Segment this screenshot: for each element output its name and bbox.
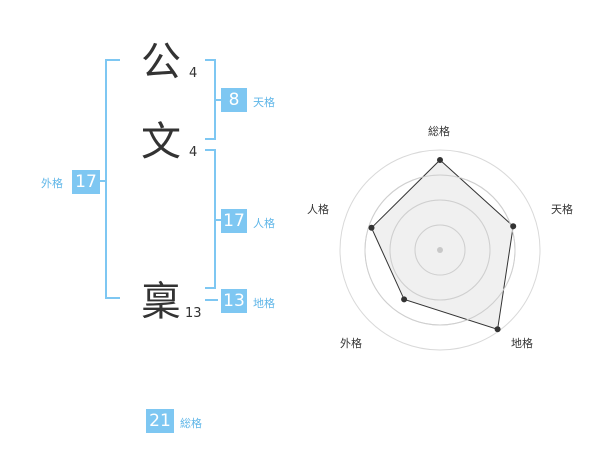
radar-point-0 [437,157,443,163]
jinkaku-badge: 17 [221,209,247,233]
stroke-count-1: 4 [189,66,198,81]
radar-point-3 [401,296,408,303]
soukaku-label: 総格 [180,417,202,430]
radar-ring-overlay [364,174,516,326]
gaikaku-label: 外格 [41,177,63,190]
chikaku-badge: 13 [221,289,247,313]
jinkaku-label: 人格 [253,217,275,230]
gaikaku-badge: 17 [72,170,100,194]
radar-point-1 [510,223,517,230]
radar-point-2 [494,326,501,333]
radar-point-4 [368,224,375,231]
stroke-count-3: 13 [185,306,202,321]
soukaku-badge: 21 [146,409,174,433]
radar-axis-label-chikaku: 地格 [511,337,533,350]
stroke-count-2: 4 [189,145,198,160]
gaikaku-bracket [105,59,120,299]
radar-axis-label-jinkaku: 人格 [307,203,329,216]
name-char-1: 公 [141,39,181,85]
chikaku-label: 地格 [253,297,275,310]
tenkaku-label: 天格 [253,96,275,109]
radar-axis-label-gaikaku: 外格 [340,337,362,350]
radar-axis-label-tenkaku: 天格 [551,203,573,216]
name-char-3: 稟 [141,279,181,325]
radar-axis-label-soukaku: 総格 [428,125,450,138]
radar-ring-overlay [389,199,491,301]
radar-ring-overlay [414,224,466,276]
name-char-2: 文 [141,119,181,165]
tenkaku-badge: 8 [221,88,247,112]
radar-center [437,247,443,253]
